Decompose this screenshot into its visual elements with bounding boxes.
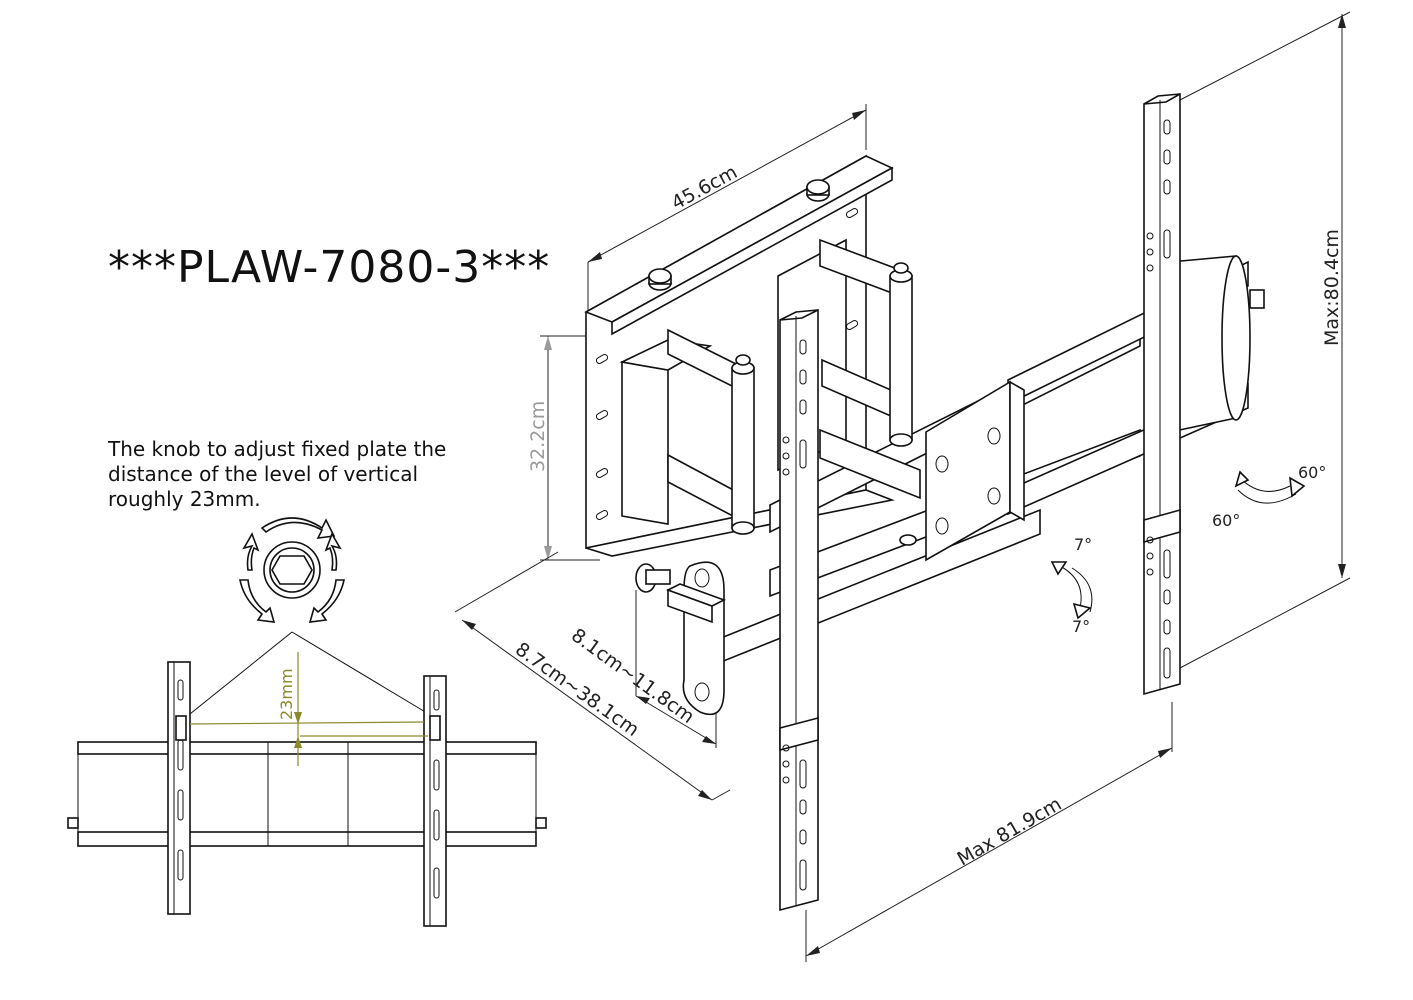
tilt-angle-up: 7° — [1074, 535, 1092, 554]
tv-bracket-right — [1143, 92, 1181, 696]
hinge-pivot — [889, 262, 913, 447]
plate-bolt — [648, 268, 672, 291]
dim-plate-height: 32.2cm — [527, 335, 600, 561]
tv-bracket-left — [779, 308, 819, 912]
swivel-angle-left: 60° — [1212, 511, 1240, 530]
rear-cylinder — [1169, 255, 1265, 433]
product-title: ***PLAW-7080-3*** — [108, 242, 551, 293]
front-view: 23mm — [67, 652, 547, 927]
rotate-arrow-icon — [308, 579, 345, 623]
tilt-indicator: 7° 7° — [1050, 535, 1093, 636]
hinge-pivot — [731, 354, 755, 535]
dim-extension-small-label: 8.1cm~11.8cm — [567, 624, 698, 728]
knob-detail — [179, 517, 433, 723]
note-line-1: The knob to adjust fixed plate the — [108, 437, 447, 461]
rotate-arrow-icon — [324, 532, 342, 571]
rotate-arrow-icon — [242, 532, 260, 571]
dim-max-height: Max:80.4cm — [1179, 11, 1351, 669]
dim-max-height-label: Max:80.4cm — [1321, 229, 1343, 346]
tilt-plate — [899, 380, 1025, 562]
dim-plate-height-label: 32.2cm — [527, 401, 549, 472]
wall-plate — [584, 154, 895, 557]
bracket-slots — [1146, 119, 1171, 679]
tilt-angle-down: 7° — [1072, 617, 1090, 636]
swivel-angle-right: 60° — [1298, 463, 1326, 482]
dim-max-width: Max 81.9cm — [805, 702, 1173, 962]
dim-max-width-label: Max 81.9cm — [954, 793, 1066, 870]
adjust-knob — [635, 563, 671, 593]
side-arm — [665, 561, 727, 716]
dim-extension-large-label: 8.7cm~38.1cm — [511, 638, 643, 741]
swivel-indicator: 60° 60° — [1212, 463, 1326, 530]
plate-bolt — [806, 179, 830, 202]
note-line-3: roughly 23mm. — [108, 487, 261, 511]
knob-adjust-label: 23mm — [277, 668, 296, 720]
note-line-2: distance of the level of vertical — [108, 462, 419, 486]
knob-note: The knob to adjust fixed plate the dista… — [108, 437, 528, 512]
bracket-slots — [782, 339, 807, 891]
rotate-arrow-icon — [239, 579, 276, 623]
rotate-arrow-icon — [260, 517, 336, 539]
dim-plate-width-label: 45.6cm — [668, 161, 741, 214]
